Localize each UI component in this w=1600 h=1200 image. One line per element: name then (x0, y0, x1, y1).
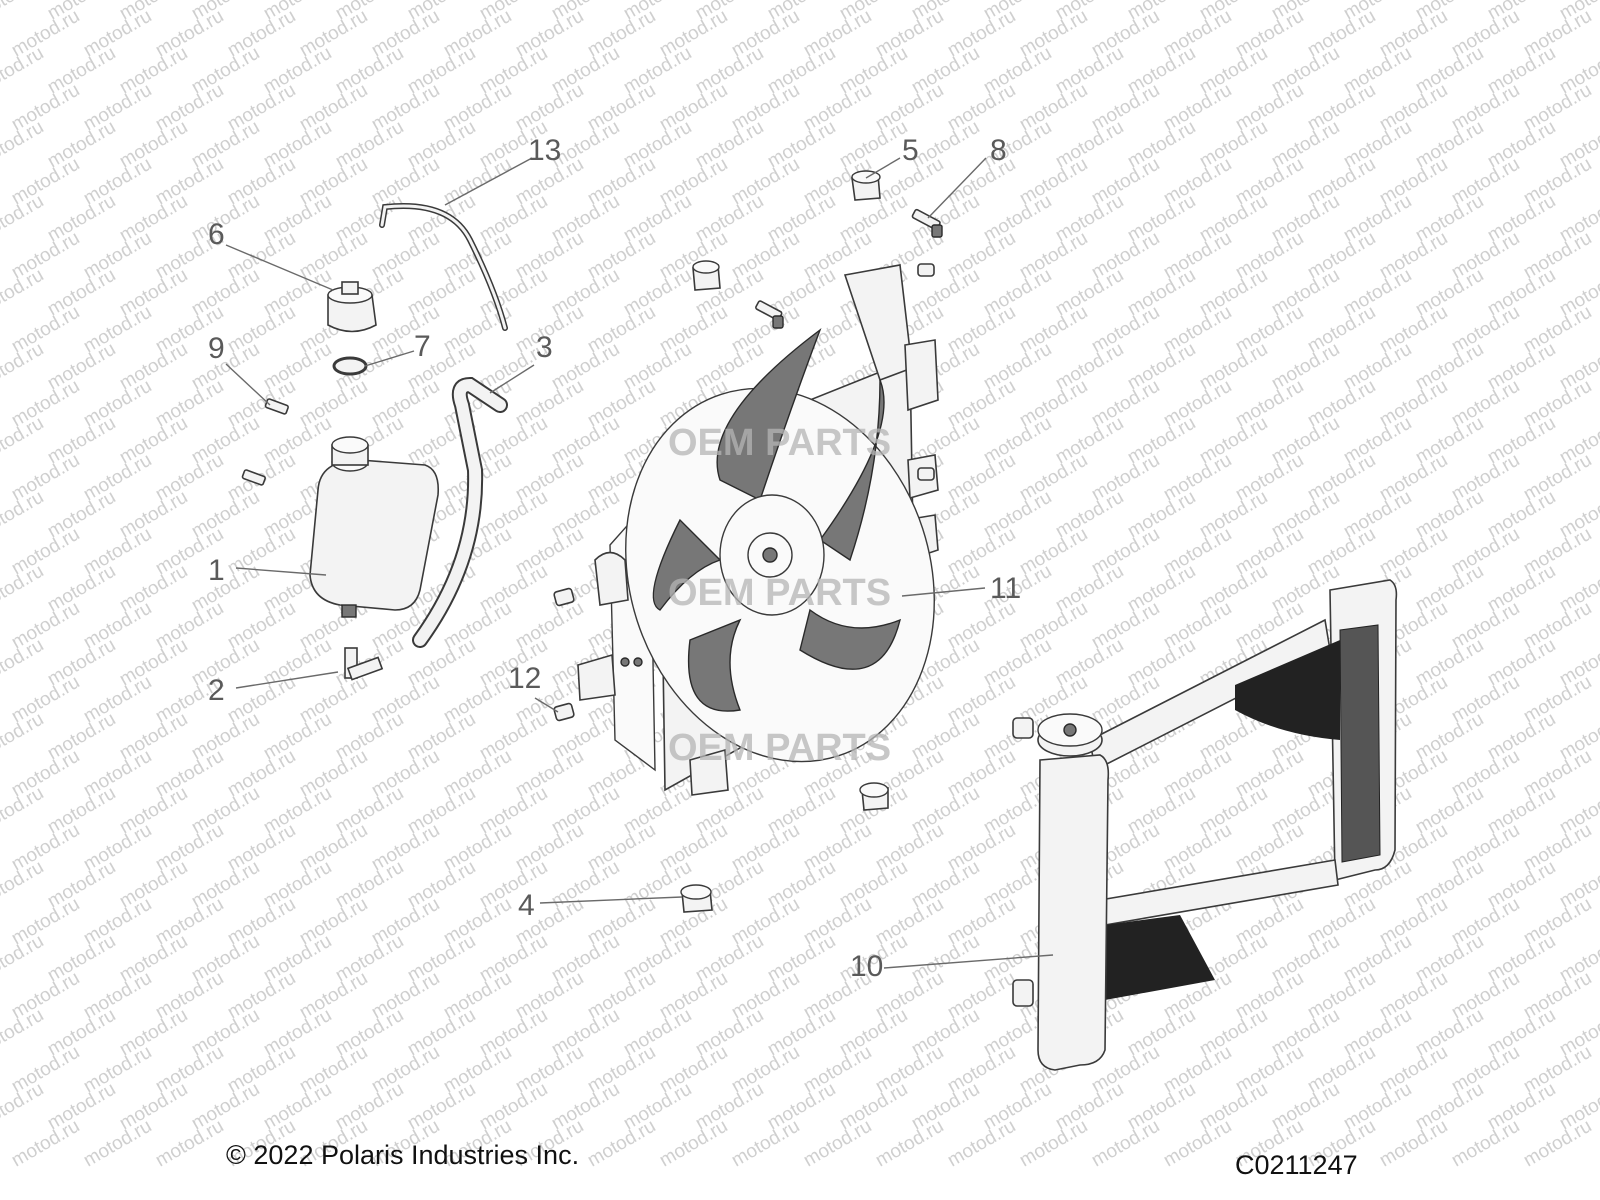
grommets (680, 170, 889, 913)
watermark-tile: motod.ru (0, 635, 47, 691)
callout-numbers: 1 2 3 4 5 6 7 8 9 10 11 12 13 (208, 134, 1021, 983)
elbow-fitting (344, 647, 384, 681)
callout-7: 7 (414, 330, 431, 363)
watermark-tile: motod.ru (0, 117, 47, 173)
watermark-tile: motod.ru (0, 561, 47, 617)
callout-3: 3 (536, 331, 553, 364)
reservoir-screws (241, 398, 289, 486)
watermark-tile: motod.ru (1160, 1116, 1235, 1172)
watermark-tile: motod.ru (872, 1116, 947, 1172)
watermark-tile: motod.ru (80, 1116, 155, 1172)
watermark-tile: motod.ru (0, 0, 47, 24)
callout-4: 4 (518, 889, 535, 922)
watermark-tile: motod.ru (1376, 1116, 1451, 1172)
callout-5: 5 (902, 134, 919, 167)
watermark-tile: motod.ru (1448, 1116, 1523, 1172)
watermark-tile: motod.ru (1520, 1116, 1595, 1172)
vent-tube (379, 203, 508, 331)
watermark-tile: motod.ru (0, 709, 47, 765)
bolts (755, 208, 943, 329)
overlay-watermark-middle: OEM PARTS (668, 572, 891, 614)
callout-12: 12 (508, 662, 541, 695)
callout-8: 8 (990, 134, 1007, 167)
callout-6: 6 (208, 218, 225, 251)
watermark-tile: motod.ru (584, 1116, 659, 1172)
overlay-watermark-bottom: OEM PARTS (668, 727, 891, 769)
callout-9: 9 (208, 332, 225, 365)
watermark-tile: motod.ru (0, 265, 47, 321)
callout-2: 2 (208, 674, 225, 707)
watermark-tile: motod.ru (0, 487, 47, 543)
overlay-watermark-top: OEM PARTS (668, 422, 891, 464)
watermark-tile: motod.ru (656, 1116, 731, 1172)
watermark-tile: motod.ru (152, 1116, 227, 1172)
watermark-tile: motod.ru (0, 43, 47, 99)
watermark-tile: motod.ru (1088, 1116, 1163, 1172)
watermark-tile: motod.ru (0, 413, 47, 469)
coolant-reservoir (309, 436, 440, 618)
callout-11: 11 (990, 572, 1021, 605)
watermark-tile: motod.ru (0, 931, 47, 987)
watermark-tile: motod.ru (1016, 1116, 1091, 1172)
leader-lines (225, 157, 1054, 969)
watermark-tile: motod.ru (0, 857, 47, 913)
radiator (1012, 579, 1398, 1071)
watermark-tile: motod.ru (944, 1116, 1019, 1172)
o-ring (332, 356, 368, 376)
fan-shroud-assembly: OEM PARTS OEM PARTS OEM PARTS (577, 264, 939, 796)
figure-id: C0211247 (1235, 1150, 1358, 1180)
watermark-tile: motod.ru (0, 783, 47, 839)
watermark-tile: motod.ru (0, 1079, 47, 1135)
watermark-tile: motod.ru (0, 339, 47, 395)
watermark-tile: motod.ru (8, 1116, 83, 1172)
callout-1: 1 (208, 554, 225, 587)
watermark-tile: motod.ru (728, 1116, 803, 1172)
watermark-tile: motod.ru (800, 1116, 875, 1172)
watermark-tile: motod.ru (0, 191, 47, 247)
callout-10: 10 (850, 950, 883, 983)
hose (412, 376, 508, 648)
stud-parts (553, 263, 935, 722)
watermark-tile: motod.ru (0, 1005, 47, 1061)
copyright-notice: © 2022 Polaris Industries Inc. (226, 1140, 580, 1170)
reservoir-cap (327, 281, 377, 333)
callout-13: 13 (528, 134, 561, 167)
